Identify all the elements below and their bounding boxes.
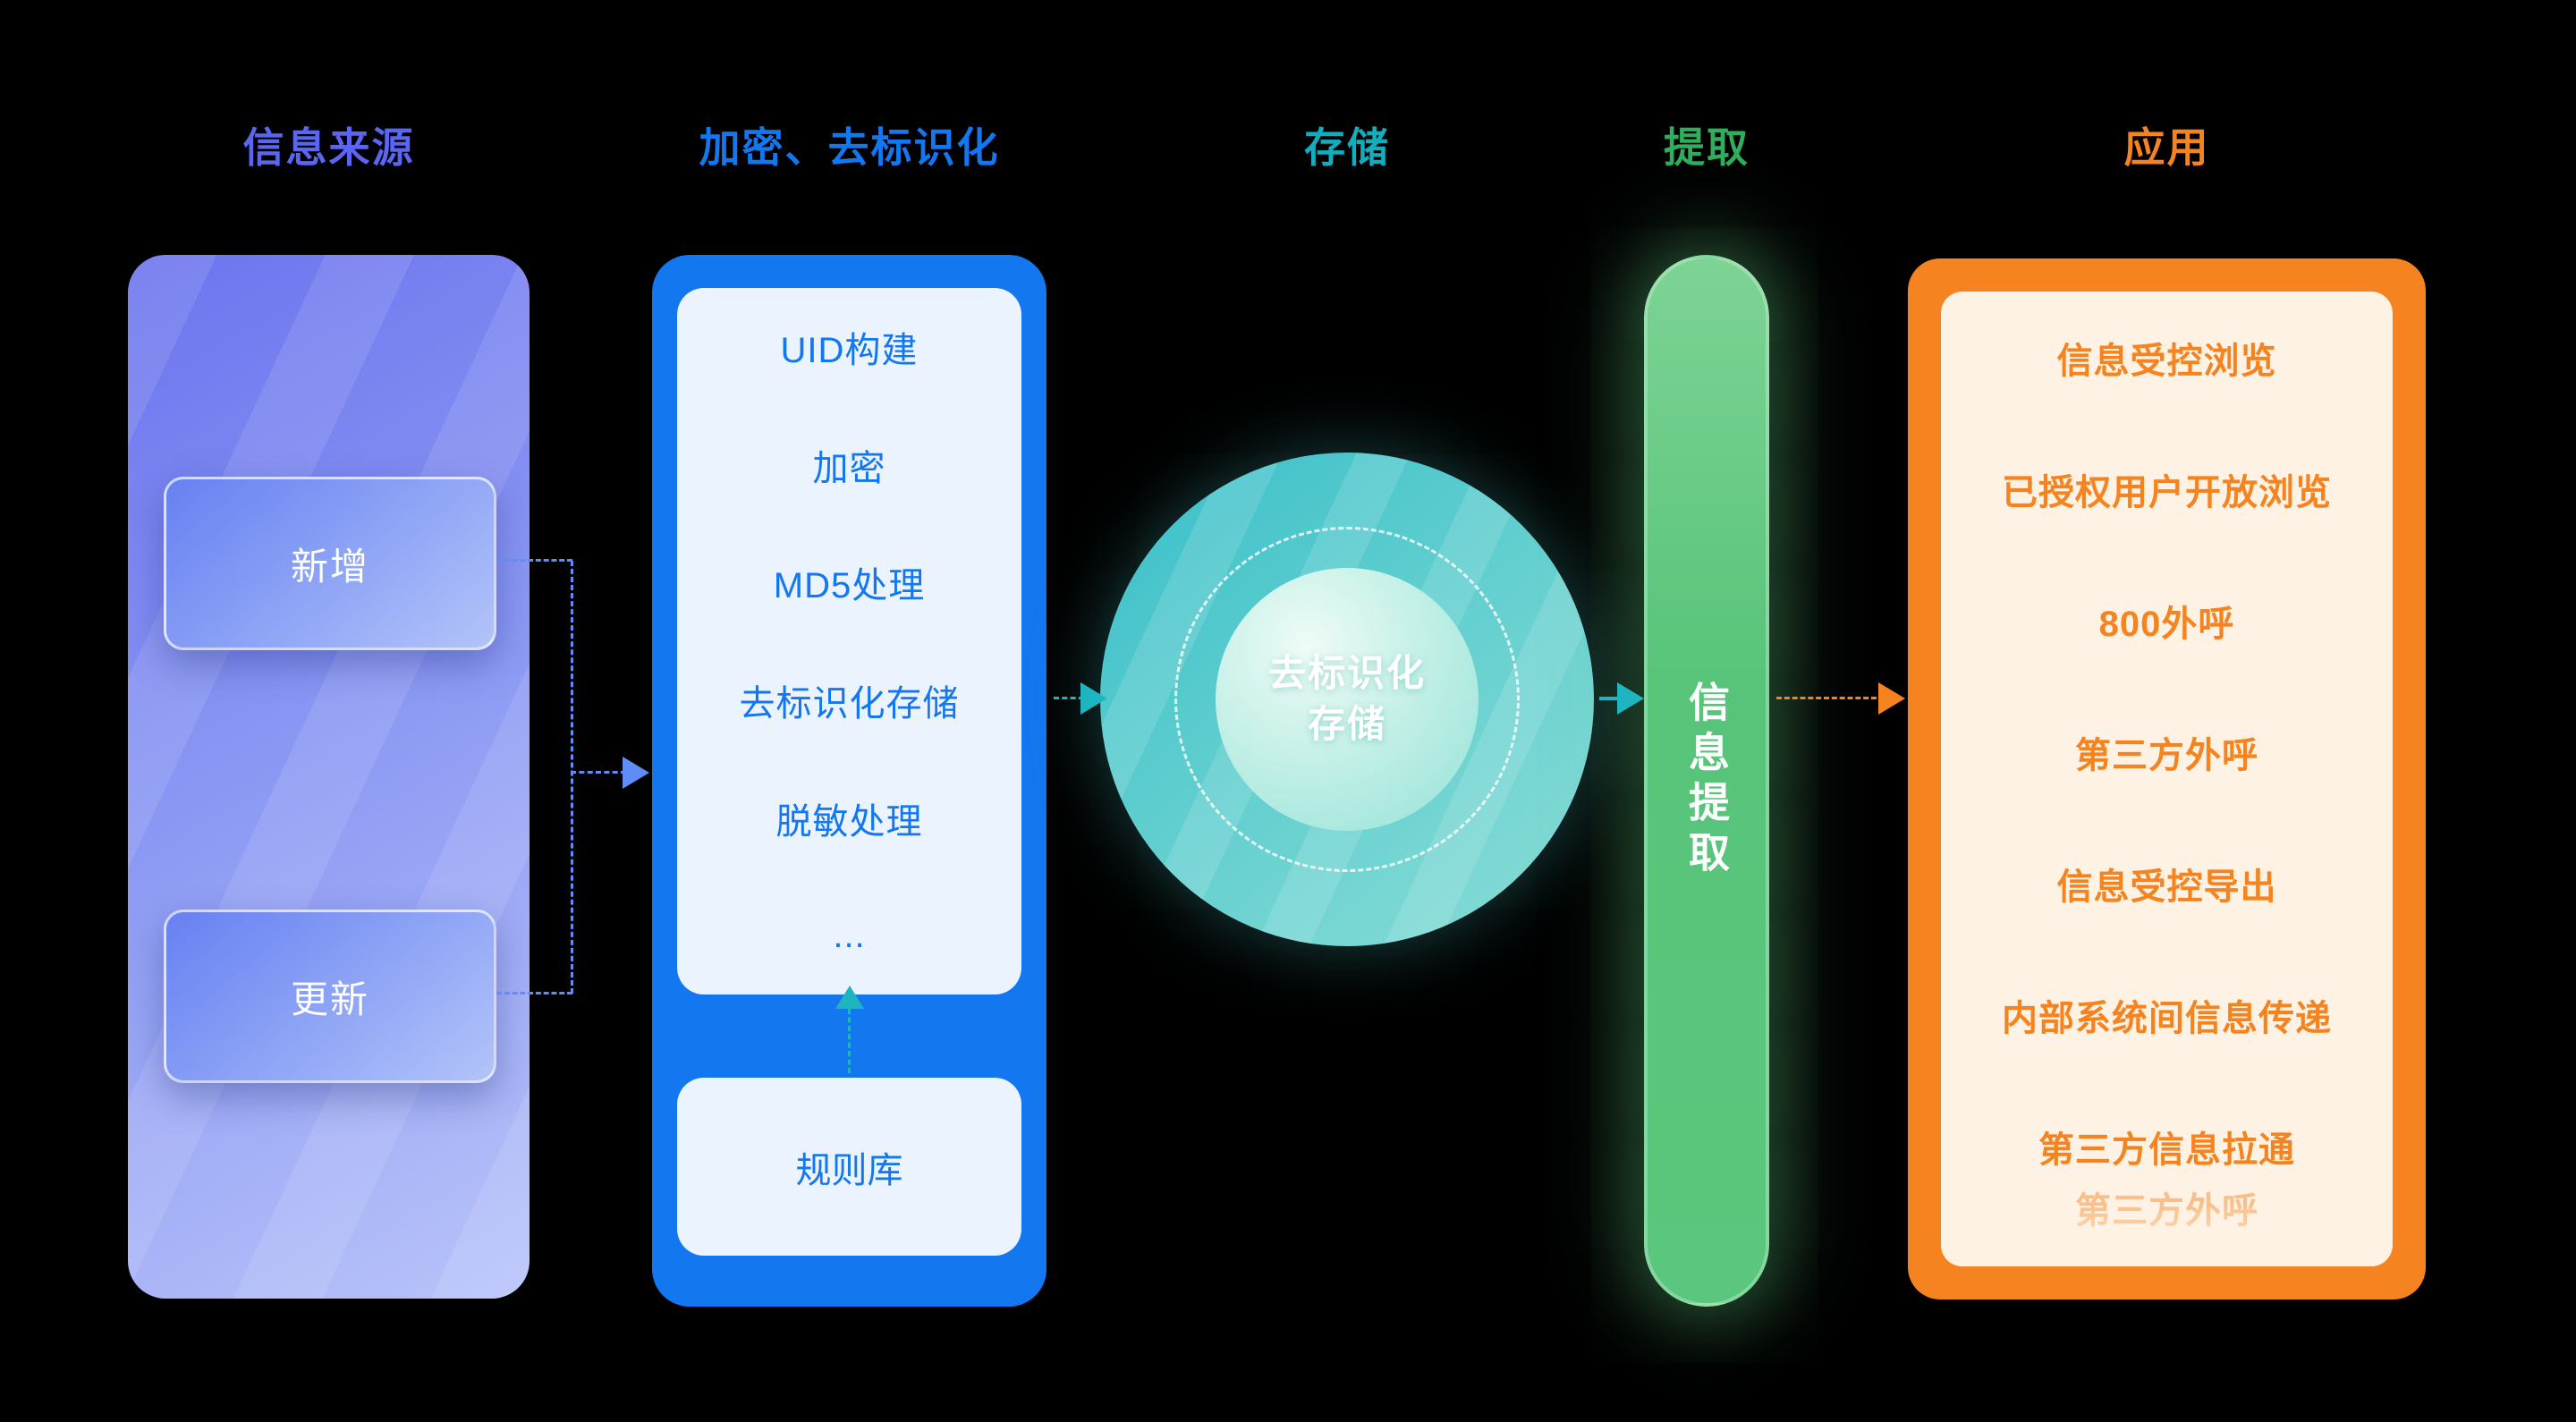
encrypt-step-ellipsis: ... bbox=[833, 915, 866, 955]
column-header-application: 应用 bbox=[2123, 124, 2210, 171]
bottom-fade bbox=[1941, 1204, 2393, 1266]
connector-add-line bbox=[496, 559, 572, 562]
encrypt-steps-panel: UID构建 加密 MD5处理 去标识化存储 脱敏处理 ... bbox=[677, 288, 1021, 995]
app-panel: 信息受控浏览 已授权用户开放浏览 800外呼 第三方外呼 信息受控导出 内部系统… bbox=[1908, 258, 2426, 1299]
connector-encrypt-to-storage-line bbox=[1054, 697, 1084, 699]
column-header-extract: 提取 bbox=[1664, 124, 1750, 171]
update-node: 更新 bbox=[164, 910, 496, 1083]
add-node-label: 新增 bbox=[290, 545, 369, 588]
storage-circle-core: 去标识化 存储 bbox=[1216, 568, 1479, 831]
app-item-800-outbound: 800外呼 bbox=[2098, 604, 2235, 644]
app-item-controlled-browse: 信息受控浏览 bbox=[2056, 341, 2277, 381]
encrypt-step-desensitize: 脱敏处理 bbox=[775, 801, 923, 842]
arrowhead-to-app-icon bbox=[1878, 682, 1905, 715]
rule-base-panel: 规则库 bbox=[677, 1078, 1021, 1256]
connector-rulebase-line bbox=[848, 1009, 851, 1073]
encrypt-step-uid: UID构建 bbox=[780, 330, 919, 370]
encrypt-step-deidentify-store: 去标识化存储 bbox=[739, 683, 960, 724]
column-header-encrypt: 加密、去标识化 bbox=[699, 124, 1000, 171]
app-item-controlled-export: 信息受控导出 bbox=[2056, 867, 2277, 907]
connector-storage-to-extract-line bbox=[1599, 697, 1621, 700]
connector-extract-to-app-line bbox=[1776, 697, 1877, 699]
app-item-thirdparty-sync: 第三方信息拉通 bbox=[2038, 1130, 2295, 1170]
arrowhead-to-extract-icon bbox=[1617, 682, 1644, 715]
storage-circle-dashed-ring bbox=[1174, 527, 1520, 872]
column-header-storage: 存储 bbox=[1304, 124, 1390, 171]
connector-update-line bbox=[496, 992, 572, 995]
app-item-authorized-browse: 已授权用户开放浏览 bbox=[2002, 472, 2332, 512]
column-header-source: 信息来源 bbox=[242, 124, 415, 171]
app-item-thirdparty-outbound: 第三方外呼 bbox=[2075, 735, 2258, 775]
arrowhead-rulebase-up-icon bbox=[835, 986, 864, 1009]
storage-circle-label-line2: 存储 bbox=[1307, 703, 1386, 745]
app-item-internal-transfer: 内部系统间信息传递 bbox=[2002, 998, 2332, 1038]
storage-circle-label-line1: 去标识化 bbox=[1267, 652, 1426, 695]
encrypt-panel: UID构建 加密 MD5处理 去标识化存储 脱敏处理 ... 规则库 bbox=[652, 255, 1046, 1307]
arrowhead-to-encrypt-icon bbox=[623, 757, 649, 789]
source-panel: 新增 更新 bbox=[128, 255, 530, 1299]
encrypt-step-md5: MD5处理 bbox=[773, 566, 926, 606]
connector-merge-line bbox=[571, 561, 573, 994]
app-items-panel: 信息受控浏览 已授权用户开放浏览 800外呼 第三方外呼 信息受控导出 内部系统… bbox=[1941, 292, 2393, 1266]
encrypt-step-encrypt: 加密 bbox=[812, 448, 886, 488]
rule-base-label: 规则库 bbox=[795, 1150, 903, 1190]
extract-bar: 信息提取 bbox=[1644, 255, 1769, 1307]
extract-bar-label: 信息提取 bbox=[1683, 681, 1730, 881]
update-node-label: 更新 bbox=[290, 978, 369, 1020]
arrowhead-to-storage-icon bbox=[1080, 682, 1107, 715]
connector-to-encrypt-line bbox=[571, 771, 626, 774]
storage-circle: 去标识化 存储 bbox=[1100, 453, 1594, 946]
add-node: 新增 bbox=[164, 477, 496, 650]
